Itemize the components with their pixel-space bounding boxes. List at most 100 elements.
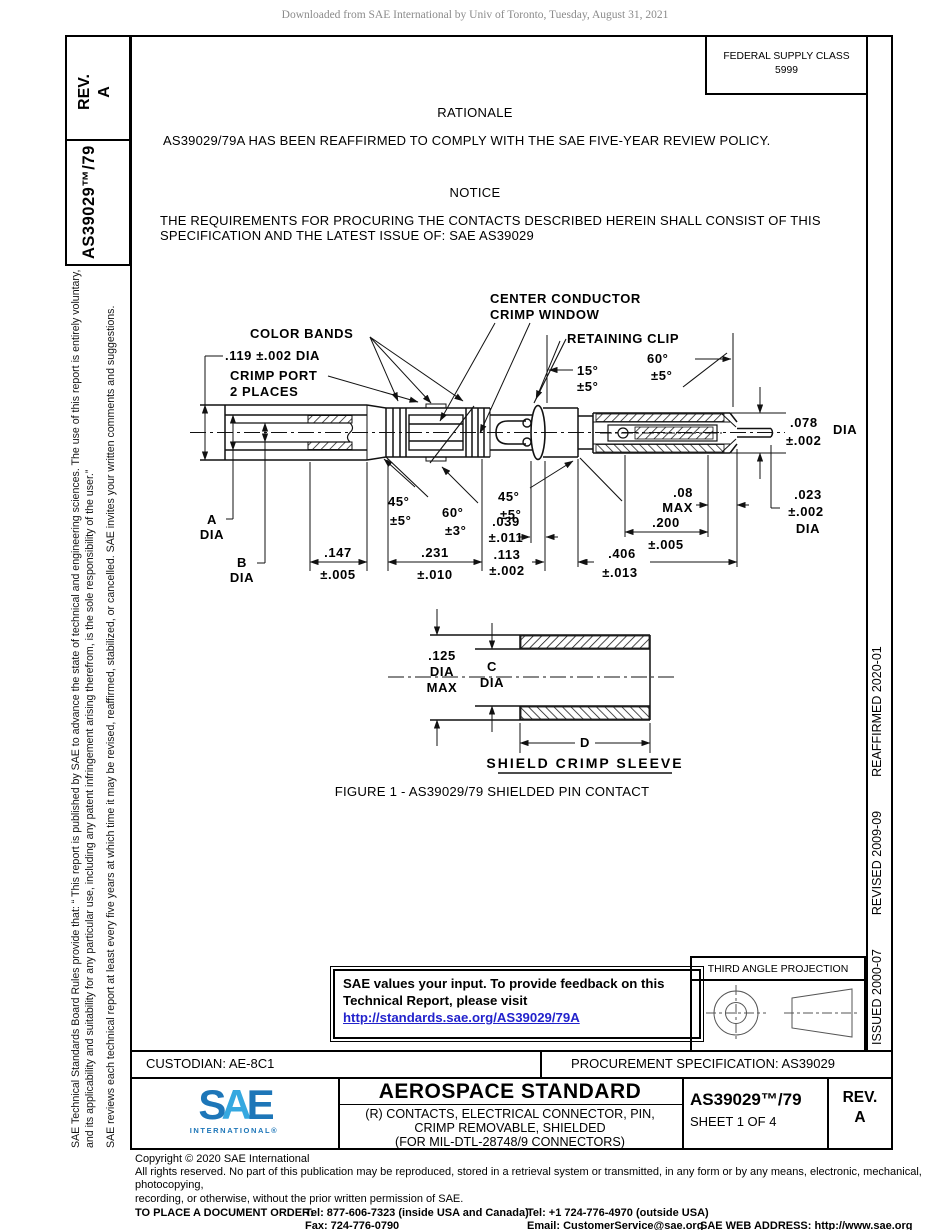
title-block-divider-2 bbox=[682, 1077, 684, 1150]
d-dim-letter: D bbox=[580, 735, 590, 750]
sleeve-labels: .125 DIA MAX C DIA D SHIELD CRIMP SLEEVE bbox=[427, 648, 683, 771]
figure-caption: FIGURE 1 - AS39029/79 SHIELDED PIN CONTA… bbox=[335, 784, 650, 799]
footer-rights-1: All rights reserved. No part of this pub… bbox=[135, 1166, 922, 1192]
footer-tel-international: Tel: +1 724-776-4970 (outside USA) bbox=[527, 1206, 709, 1219]
title-block-divider-3 bbox=[827, 1077, 829, 1150]
federal-supply-class-box: FEDERAL SUPPLY CLASS 5999 bbox=[705, 35, 868, 95]
dim-147: .147 bbox=[324, 545, 352, 560]
title-block-rev: REV.A bbox=[842, 1089, 878, 1126]
issued-date: ISSUED 2000-07 bbox=[870, 949, 884, 1045]
dim-113-tol: ±.002 bbox=[489, 563, 524, 578]
dim-113: .113 bbox=[494, 547, 521, 562]
notice-body: THE REQUIREMENTS FOR PROCURING THE CONTA… bbox=[160, 213, 900, 243]
footer-rights-2: recording, or otherwise, without the pri… bbox=[135, 1192, 464, 1205]
dim-147-tol: ±.005 bbox=[320, 567, 355, 582]
footer: Copyright © 2020 SAE International All r… bbox=[135, 1153, 925, 1230]
angle-45-left: 45° bbox=[388, 494, 409, 509]
doc-number-side-box: AS39029™/79 bbox=[65, 139, 131, 266]
feedback-link[interactable]: http://standards.sae.org/AS39029/79A bbox=[343, 1010, 580, 1025]
dim-231: .231 bbox=[421, 545, 449, 560]
notice-title: NOTICE bbox=[449, 185, 501, 200]
angle-15: 15° bbox=[577, 363, 598, 378]
footer-web-address: SAE WEB ADDRESS: http://www.sae.org bbox=[700, 1219, 913, 1230]
shield-crimp-sleeve-drawing bbox=[388, 609, 678, 774]
title-block-heading-rule bbox=[338, 1104, 682, 1105]
dim-08-max: MAX bbox=[662, 500, 693, 515]
footer-order-label: TO PLACE A DOCUMENT ORDER: bbox=[135, 1206, 314, 1219]
angle-45-mid-tol: ±5° bbox=[500, 507, 521, 522]
angle-45-left-tol: ±5° bbox=[390, 513, 411, 528]
rationale-title: RATIONALE bbox=[437, 105, 513, 120]
label-color-bands: COLOR BANDS bbox=[250, 326, 353, 341]
notice-line-1: THE REQUIREMENTS FOR PROCURING THE CONTA… bbox=[160, 213, 821, 228]
sleeve-title: SHIELD CRIMP SLEEVE bbox=[486, 755, 683, 771]
angle-60-front: 60° bbox=[647, 351, 668, 366]
a-dia-letter: A bbox=[207, 512, 217, 527]
custodian-row-bottom-line bbox=[130, 1077, 893, 1079]
title-block-doc-number: AS39029™/79 bbox=[690, 1090, 802, 1109]
dia-023: .023 bbox=[794, 487, 822, 502]
sae-logo-subtext: INTERNATIONAL® bbox=[189, 1126, 279, 1135]
doc-number-side-label: AS39029™/79 bbox=[80, 145, 98, 259]
angle-15-tol: ±5° bbox=[577, 379, 598, 394]
c-dia-letter: C bbox=[487, 659, 497, 674]
dim-200-tol: ±.005 bbox=[648, 537, 683, 552]
dim-039: .039 bbox=[492, 514, 520, 529]
dia-125-dia: DIA bbox=[430, 664, 454, 679]
label-crimp-port-2: 2 PLACES bbox=[230, 384, 298, 399]
custodian-row-top-line bbox=[130, 1050, 893, 1052]
third-angle-projection-box: THIRD ANGLE PROJECTION bbox=[690, 956, 866, 1052]
download-watermark: Downloaded from SAE International by Uni… bbox=[281, 9, 669, 21]
rev-side-label: REV.A bbox=[76, 74, 113, 110]
fsc-label: FEDERAL SUPPLY CLASS bbox=[723, 51, 850, 62]
b-dia-word: DIA bbox=[230, 570, 254, 585]
feedback-line-1: SAE values your input. To provide feedba… bbox=[343, 976, 665, 991]
dim-label-dia119: .119 ±.002 DIA bbox=[225, 348, 320, 363]
third-angle-symbol bbox=[706, 985, 860, 1041]
rationale-body: AS39029/79A HAS BEEN REAFFIRMED TO COMPL… bbox=[163, 133, 771, 148]
dimension-lines bbox=[201, 322, 786, 571]
revision-history-margin: ISSUED 2000-07 REVISED 2009-09 REAFFIRME… bbox=[869, 595, 891, 1045]
aerospace-standard-heading: AEROSPACE STANDARD bbox=[378, 1080, 642, 1103]
dia-125-max: MAX bbox=[427, 680, 458, 695]
angle-60-front-tol: ±5° bbox=[651, 368, 672, 383]
dia-023-dia: DIA bbox=[796, 521, 820, 536]
dia-078-dia: DIA bbox=[833, 422, 857, 437]
sae-logo: SAE INTERNATIONAL® bbox=[150, 1084, 318, 1136]
dim-200: .200 bbox=[652, 515, 680, 530]
contact-outline bbox=[190, 338, 785, 502]
procurement-spec-label: PROCUREMENT SPECIFICATION: AS39029 bbox=[571, 1056, 835, 1071]
document-title-line-2: CRIMP REMOVABLE, SHIELDED bbox=[414, 1121, 606, 1135]
footer-copyright: Copyright © 2020 SAE International bbox=[135, 1153, 310, 1165]
label-crimp-port-1: CRIMP PORT bbox=[230, 368, 317, 383]
angle-60-mid: 60° bbox=[442, 505, 463, 520]
footer-tel-domestic: Tel: 877-606-7323 (inside USA and Canada… bbox=[305, 1206, 529, 1219]
dia-023-tol: ±.002 bbox=[788, 504, 823, 519]
dia-078-tol: ±.002 bbox=[786, 433, 821, 448]
disclaimer-paragraph-1: SAE Technical Standards Board Rules prov… bbox=[70, 269, 96, 1148]
notice-line-2: SPECIFICATION AND THE LATEST ISSUE OF: S… bbox=[160, 227, 534, 243]
dim-08: .08 bbox=[673, 485, 693, 500]
title-block-sheet: SHEET 1 OF 4 bbox=[690, 1114, 777, 1129]
custodian-row-divider bbox=[540, 1050, 542, 1077]
rev-side-box: REV.A bbox=[65, 35, 131, 141]
footer-email: Email: CustomerService@sae.org bbox=[527, 1219, 704, 1230]
drawing-labels: .119 ±.002 DIA CRIMP PORT 2 PLACES COLOR… bbox=[200, 291, 857, 585]
disclaimer-paragraph-2: SAE reviews each technical report at lea… bbox=[105, 305, 117, 1148]
document-title-line-3: (FOR MIL-DTL-28748/9 CONNECTORS) bbox=[395, 1135, 625, 1149]
right-column-divider bbox=[866, 35, 868, 1050]
dia-125: .125 bbox=[428, 648, 456, 663]
feedback-box: SAE values your input. To provide feedba… bbox=[330, 966, 704, 1042]
reaffirmed-date: REAFFIRMED 2020-01 bbox=[870, 646, 884, 777]
b-dia-letter: B bbox=[237, 555, 247, 570]
dim-406: .406 bbox=[608, 546, 636, 561]
title-block-divider-1 bbox=[338, 1077, 340, 1150]
footer-fax: Fax: 724-776-0790 bbox=[305, 1219, 400, 1230]
document-title-line-1: (R) CONTACTS, ELECTRICAL CONNECTOR, PIN, bbox=[365, 1107, 655, 1121]
dim-039-tol: ±.011 bbox=[489, 530, 524, 545]
fsc-value: 5999 bbox=[775, 65, 798, 76]
dia-078: .078 bbox=[790, 415, 818, 430]
main-frame bbox=[130, 35, 893, 1150]
dim-406-tol: ±.013 bbox=[602, 565, 637, 580]
